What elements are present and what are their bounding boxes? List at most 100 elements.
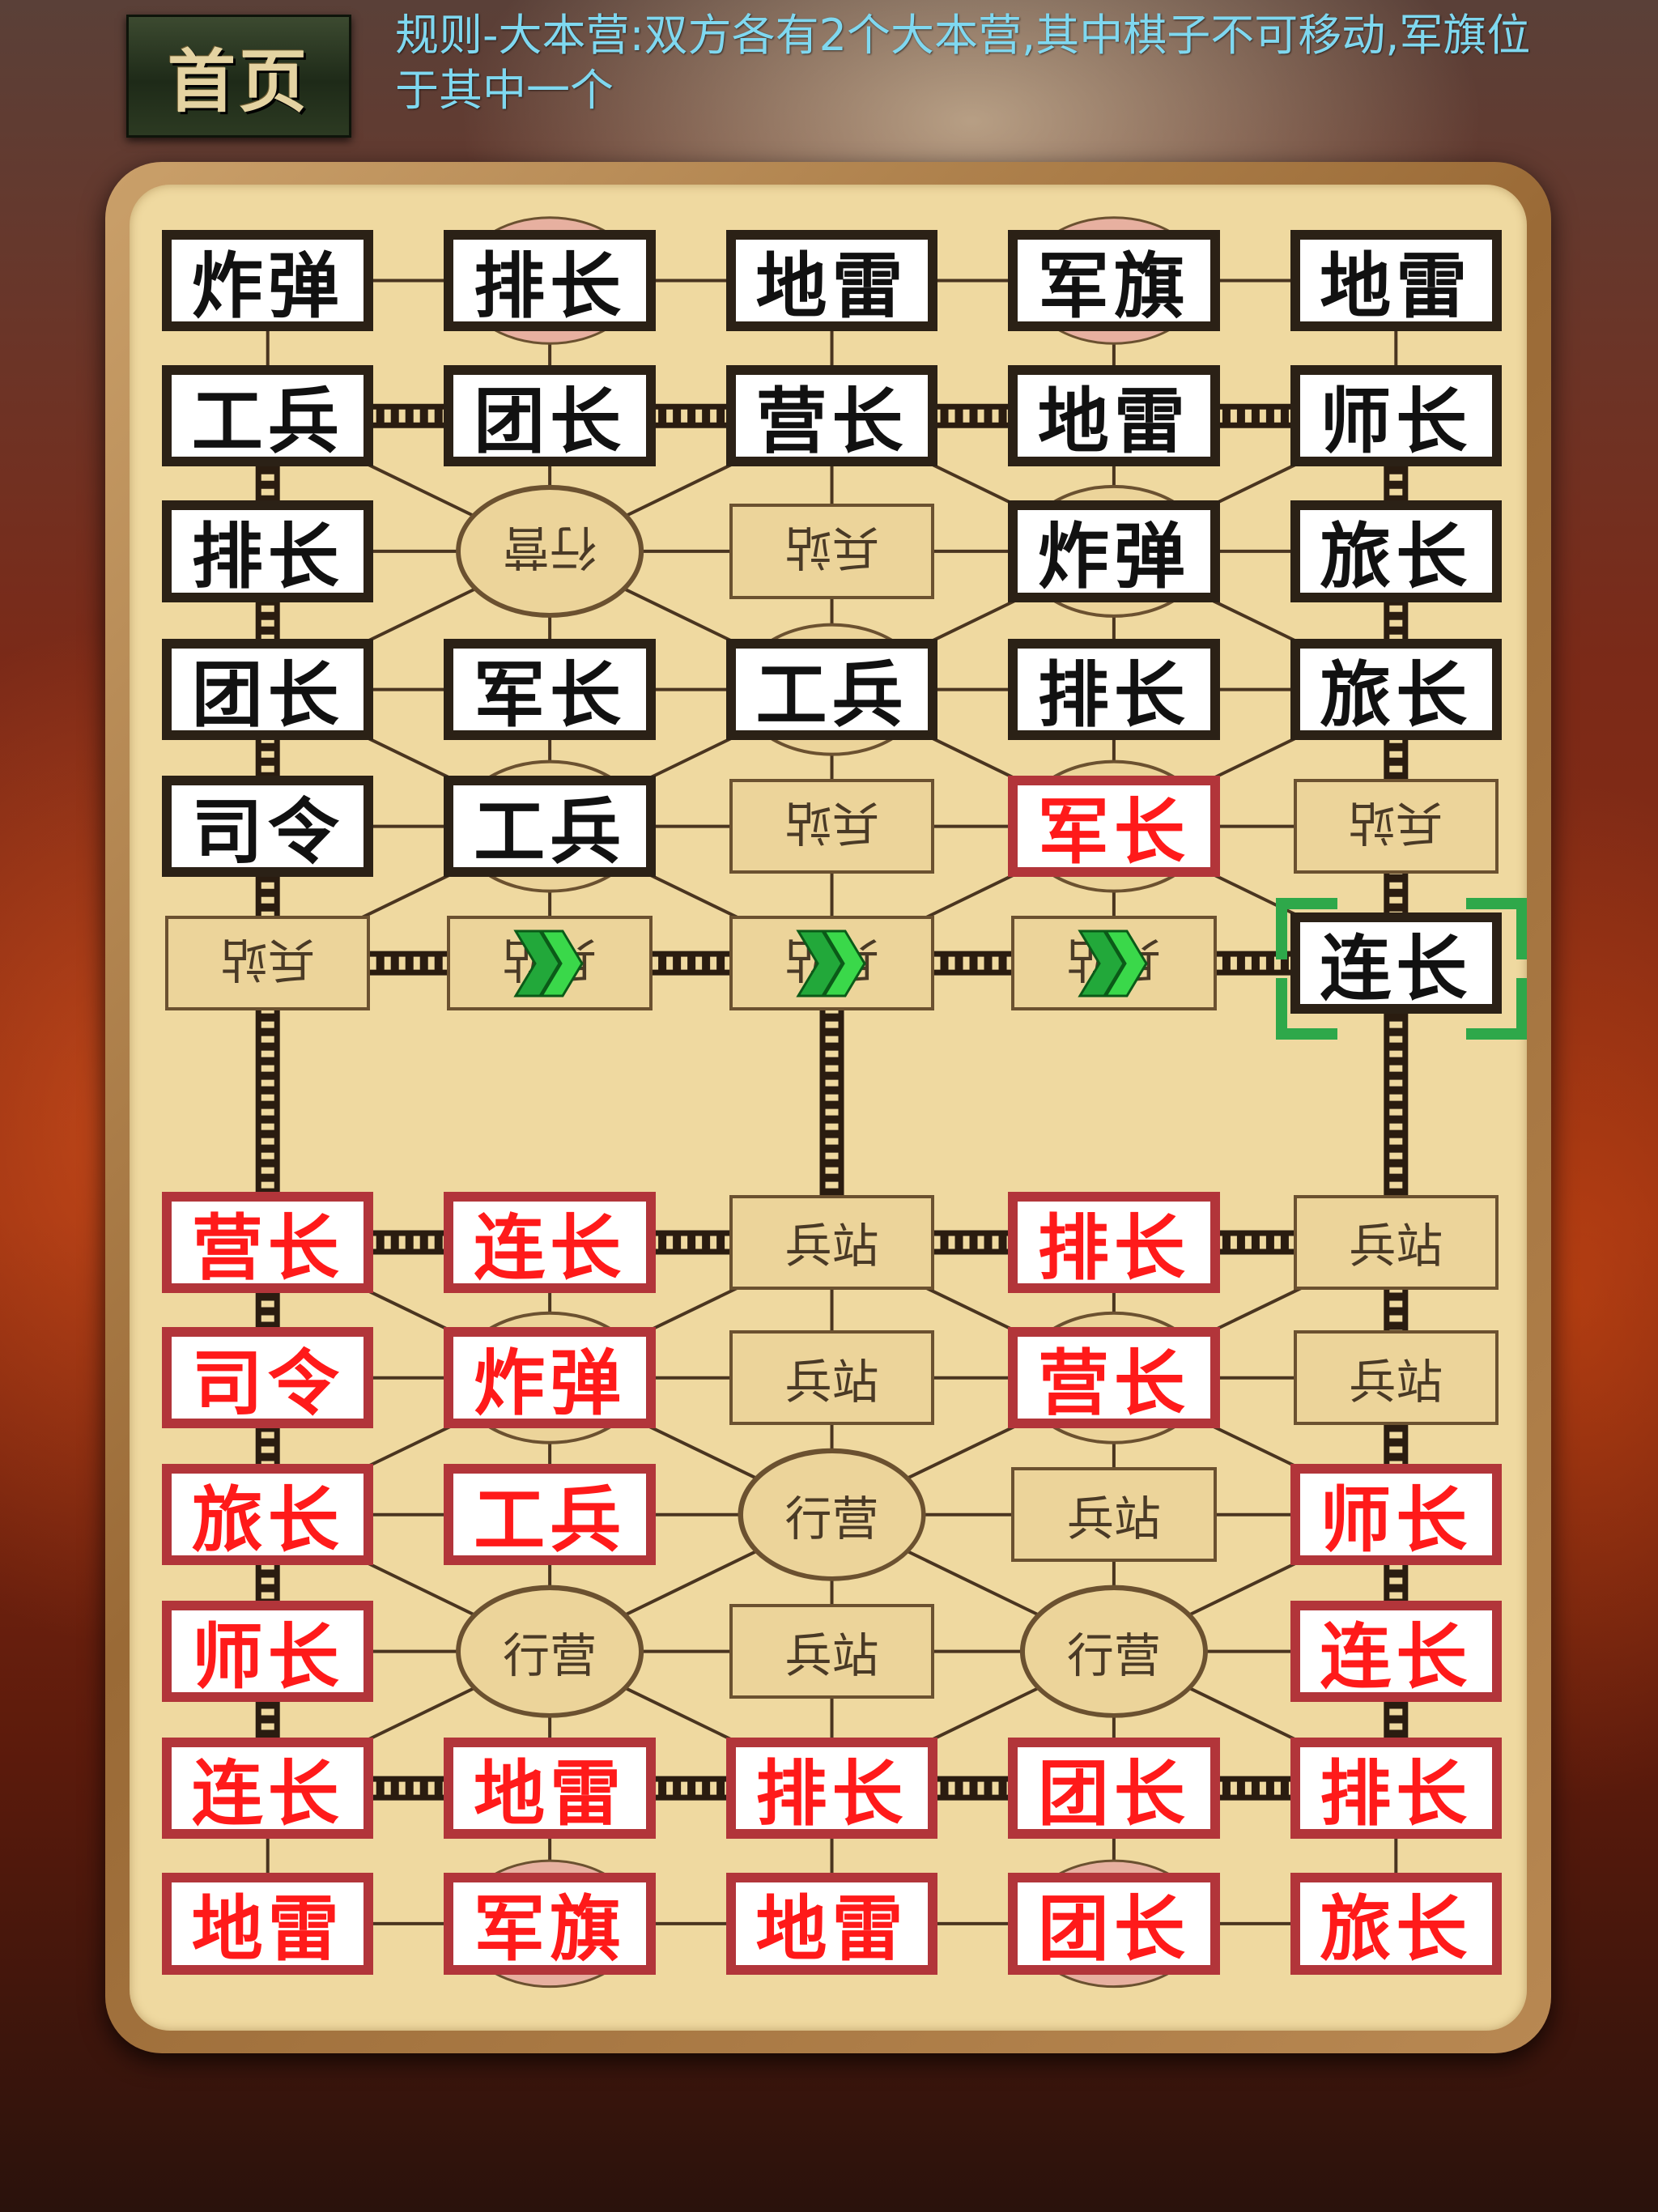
red-piece[interactable]: 军长 <box>1008 775 1220 878</box>
red-piece[interactable]: 旅长 <box>162 1463 374 1566</box>
selection-corner-icon <box>1275 897 1337 959</box>
station-cell[interactable]: 兵站 <box>1293 1330 1499 1426</box>
rules-text: 规则-大本营:双方各有2个大本营,其中棋子不可移动,军旗位于其中一个 <box>395 10 1531 116</box>
station-label: 兵站 <box>784 1354 879 1410</box>
camp-cell[interactable]: 行营 <box>457 1586 643 1716</box>
black-piece[interactable]: 工兵 <box>725 638 938 741</box>
station-cell[interactable]: 兵站 <box>729 504 935 599</box>
camp-cell[interactable]: 行营 <box>1021 1586 1206 1716</box>
black-piece[interactable]: 营长 <box>725 364 938 467</box>
station-cell[interactable]: 兵站 <box>729 778 935 874</box>
piece-label: 连长 <box>191 1752 344 1836</box>
piece-label: 旅长 <box>1320 653 1473 738</box>
black-piece[interactable]: 军长 <box>444 638 656 741</box>
black-piece[interactable]: 连长 <box>1290 912 1502 1015</box>
red-piece[interactable]: 排长 <box>1008 1191 1220 1294</box>
red-piece[interactable]: 排长 <box>1290 1737 1502 1840</box>
station-cell[interactable]: 兵站 <box>1293 778 1499 874</box>
station-cell[interactable]: 兵站 <box>729 1330 935 1426</box>
piece-label: 军旗 <box>474 1887 627 1972</box>
camp-label: 行营 <box>1066 1627 1161 1683</box>
selection-corner-icon <box>1465 897 1527 959</box>
piece-label: 炸弹 <box>474 1342 627 1426</box>
black-piece[interactable]: 旅长 <box>1290 638 1502 741</box>
piece-label: 团长 <box>191 653 344 738</box>
red-piece[interactable]: 炸弹 <box>444 1327 656 1429</box>
move-arrow-icon[interactable] <box>509 923 590 1004</box>
piece-label: 工兵 <box>755 653 908 738</box>
station-label: 兵站 <box>784 794 879 850</box>
red-piece[interactable]: 师长 <box>1290 1463 1502 1566</box>
piece-label: 营长 <box>755 380 908 464</box>
piece-label: 师长 <box>191 1615 344 1699</box>
piece-label: 排长 <box>1320 1752 1473 1836</box>
red-piece[interactable]: 营长 <box>162 1191 374 1294</box>
black-piece[interactable]: 工兵 <box>444 775 656 878</box>
piece-label: 排长 <box>191 515 344 599</box>
black-piece[interactable]: 司令 <box>162 775 374 878</box>
piece-label: 师长 <box>1320 380 1473 464</box>
black-piece[interactable]: 地雷 <box>1290 229 1502 332</box>
red-piece[interactable]: 排长 <box>725 1737 938 1840</box>
piece-label: 师长 <box>1320 1478 1473 1563</box>
piece-label: 团长 <box>1037 1887 1190 1972</box>
camp-cell[interactable]: 行营 <box>457 486 643 616</box>
black-piece[interactable]: 旅长 <box>1290 500 1502 602</box>
move-arrow-icon[interactable] <box>792 923 873 1004</box>
home-button[interactable]: 首页 <box>126 15 351 138</box>
station-label: 兵站 <box>784 1219 879 1274</box>
piece-label: 营长 <box>1037 1342 1190 1426</box>
camp-cell[interactable]: 行营 <box>739 1449 925 1580</box>
red-piece[interactable]: 连长 <box>1290 1600 1502 1703</box>
station-cell[interactable]: 兵站 <box>1293 1194 1499 1291</box>
red-piece[interactable]: 地雷 <box>725 1873 938 1975</box>
red-piece[interactable]: 连长 <box>444 1191 656 1294</box>
black-piece[interactable]: 军旗 <box>1008 229 1220 332</box>
piece-label: 地雷 <box>1037 380 1190 464</box>
red-piece[interactable]: 工兵 <box>444 1463 656 1566</box>
black-piece[interactable]: 地雷 <box>1008 364 1220 467</box>
piece-label: 团长 <box>474 380 627 464</box>
piece-label: 营长 <box>191 1206 344 1290</box>
black-piece[interactable]: 师长 <box>1290 364 1502 467</box>
black-piece[interactable]: 排长 <box>162 500 374 602</box>
station-label: 兵站 <box>784 1627 879 1683</box>
piece-label: 军长 <box>474 653 627 738</box>
red-piece[interactable]: 司令 <box>162 1327 374 1429</box>
piece-label: 炸弹 <box>191 244 344 328</box>
black-piece[interactable]: 团长 <box>444 364 656 467</box>
piece-label: 工兵 <box>474 1478 627 1563</box>
camp-label: 行营 <box>503 1627 597 1683</box>
black-piece[interactable]: 排长 <box>444 229 656 332</box>
move-arrow-icon[interactable] <box>1073 923 1154 1004</box>
red-piece[interactable]: 连长 <box>162 1737 374 1840</box>
black-piece[interactable]: 排长 <box>1008 638 1220 741</box>
piece-label: 旅长 <box>191 1478 344 1563</box>
black-piece[interactable]: 地雷 <box>725 229 938 332</box>
station-cell[interactable]: 兵站 <box>1011 1466 1217 1563</box>
piece-label: 工兵 <box>191 380 344 464</box>
red-piece[interactable]: 团长 <box>1008 1873 1220 1975</box>
red-piece[interactable]: 营长 <box>1008 1327 1220 1429</box>
red-piece[interactable]: 团长 <box>1008 1737 1220 1840</box>
station-label: 兵站 <box>784 519 879 575</box>
piece-label: 地雷 <box>191 1887 344 1972</box>
black-piece[interactable]: 团长 <box>162 638 374 741</box>
red-piece[interactable]: 地雷 <box>444 1737 656 1840</box>
station-cell[interactable]: 兵站 <box>729 1194 935 1291</box>
piece-label: 连长 <box>1320 927 1473 1011</box>
piece-label: 排长 <box>474 244 627 328</box>
black-piece[interactable]: 工兵 <box>162 364 374 467</box>
station-cell[interactable]: 兵站 <box>165 915 371 1011</box>
black-piece[interactable]: 炸弹 <box>1008 500 1220 602</box>
black-piece[interactable]: 炸弹 <box>162 229 374 332</box>
red-piece[interactable]: 师长 <box>162 1600 374 1703</box>
red-piece[interactable]: 旅长 <box>1290 1873 1502 1975</box>
red-piece[interactable]: 地雷 <box>162 1873 374 1975</box>
piece-label: 连长 <box>474 1206 627 1290</box>
piece-label: 司令 <box>191 1342 344 1426</box>
station-cell[interactable]: 兵站 <box>729 1603 935 1699</box>
piece-label: 地雷 <box>755 1887 908 1972</box>
game-board: 炸弹排长地雷军旗地雷工兵团长营长地雷师长排长行营兵站炸弹旅长团长军长工兵排长旅长… <box>130 185 1527 2031</box>
red-piece[interactable]: 军旗 <box>444 1873 656 1975</box>
